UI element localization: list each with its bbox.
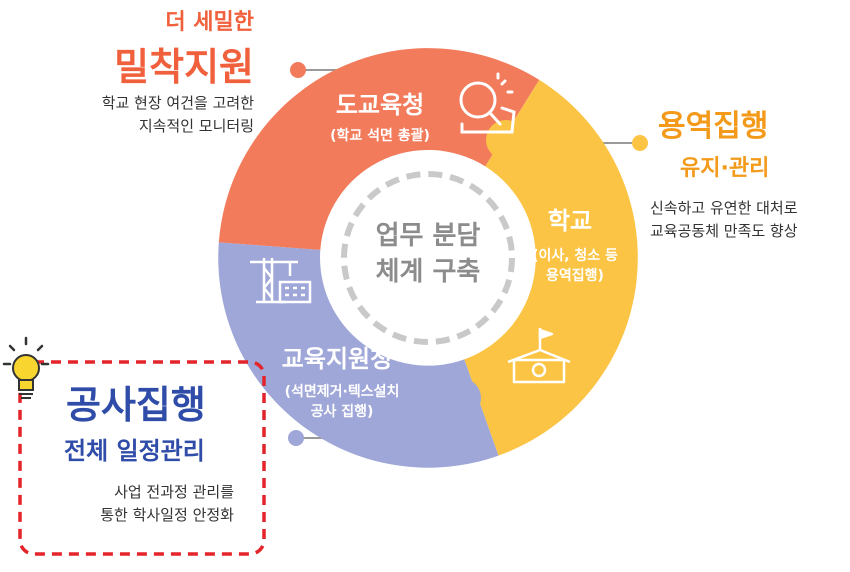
crane-building-icon [250, 258, 312, 304]
left-top-heading-small: 더 세밀한 [165, 10, 254, 35]
magnifier-hand-icon [459, 72, 516, 134]
left-top-desc-line2: 지속적인 모니터링 [138, 117, 254, 135]
center-circle [330, 160, 526, 356]
puzzle-tab-orange [251, 201, 293, 243]
right-top-heading-small: 유지·관리 [680, 156, 770, 181]
right-top-desc-line1: 신속하고 유연한 대처로 [650, 199, 798, 217]
segment-school-sub1: (이사, 청소 등 [532, 248, 618, 264]
puzzle-tab-blue [441, 378, 481, 418]
puzzle-tab-yellow [486, 120, 526, 160]
left-top-desc-line1: 학교 현장 여건을 고려한 [101, 94, 254, 112]
left-top-heading-large: 밀착지원 [114, 45, 254, 89]
segment-office-sub: (학교 석면 총괄) [330, 128, 430, 144]
school-flag-icon [507, 328, 571, 384]
segment-district [218, 242, 499, 468]
segment-school-title: 학교 [547, 207, 593, 235]
right-top-desc-line2: 교육공동체 만족도 향상 [650, 222, 798, 240]
segment-district-sub2: 공사 집행) [310, 404, 374, 420]
center-line1: 업무 분담 [375, 221, 481, 251]
segment-district-sub1: (석면제거·텍스설치 [284, 384, 400, 400]
connector-dot-orange [290, 62, 306, 78]
segment-school-sub2: 용역집행) [546, 268, 604, 284]
left-bottom-heading-large: 공사집행 [66, 383, 206, 427]
left-bottom-heading-small: 전체 일정관리 [64, 437, 205, 465]
left-bottom-desc-line2: 통한 학사일정 안정화 [100, 506, 234, 524]
segment-school [464, 79, 638, 456]
left-bottom-desc-line1: 사업 전과정 관리를 [114, 483, 234, 501]
segment-district-title: 교육지원청 [281, 345, 393, 373]
connector-dot-blue [288, 430, 304, 446]
center-line2: 체계 구축 [375, 257, 481, 287]
lightbulb-icon [2, 336, 50, 399]
segment-office-title: 도교육청 [335, 91, 425, 119]
highlight-box [18, 360, 266, 556]
connector-dot-yellow [632, 135, 648, 151]
center-dashed-ring [341, 171, 515, 345]
right-top-heading-large: 용역집행 [658, 109, 769, 144]
segment-office [218, 48, 540, 250]
